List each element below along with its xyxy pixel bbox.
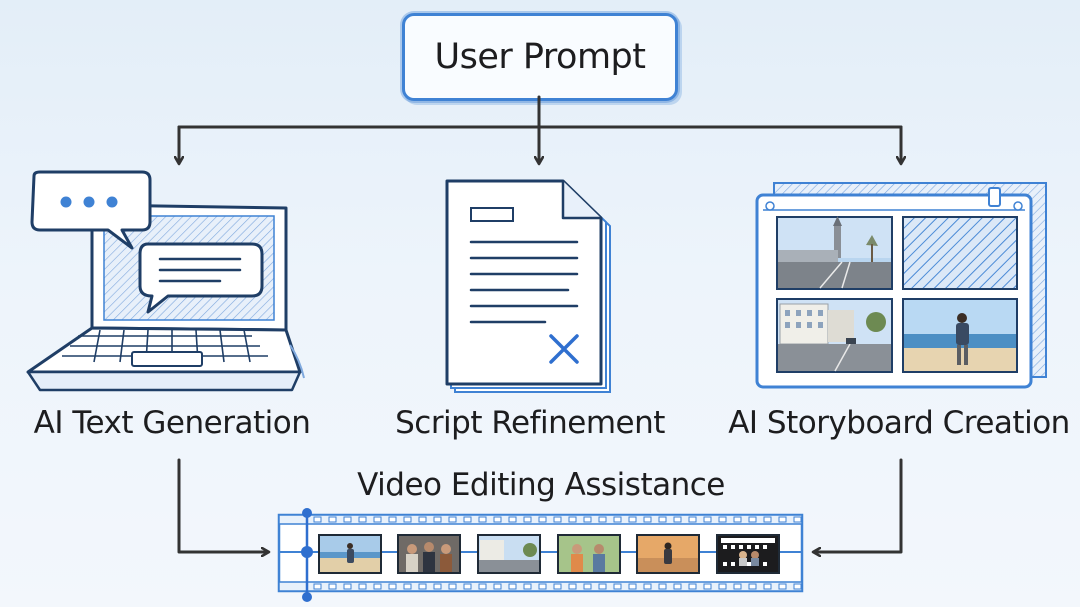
film-frame-street — [478, 535, 540, 573]
sprocket-hole — [389, 584, 396, 589]
sprocket-hole — [404, 517, 411, 522]
editing-label: Video Editing Assistance — [357, 467, 725, 503]
film-strip-icon — [279, 508, 802, 602]
sprocket-hole — [704, 584, 711, 589]
sprocket-hole — [569, 584, 576, 589]
storyboard-panel-placeholder — [903, 217, 1017, 289]
sprocket-hole — [779, 517, 786, 522]
sprocket-hole — [629, 517, 636, 522]
film-frame-beach-walker — [319, 535, 381, 573]
sprocket-hole — [659, 517, 666, 522]
sprocket-hole — [314, 517, 321, 522]
sprocket-hole — [764, 584, 771, 589]
sprocket-hole — [479, 584, 486, 589]
step-label-text-generation: AI Text Generation — [34, 405, 311, 441]
sprocket-hole — [584, 517, 591, 522]
step-label-script-refinement: Script Refinement — [395, 405, 665, 441]
film-frame-sunset-walker — [637, 535, 699, 573]
sprocket-hole — [764, 517, 771, 522]
sprocket-hole — [794, 584, 801, 589]
sprocket-hole — [419, 584, 426, 589]
document-icon — [447, 181, 610, 392]
sprocket-hole — [509, 584, 516, 589]
sprocket-hole — [779, 584, 786, 589]
storyboard-panel-beach — [903, 299, 1017, 372]
sprocket-hole — [674, 517, 681, 522]
sprocket-hole — [734, 584, 741, 589]
sprocket-hole — [374, 584, 381, 589]
sprocket-hole — [404, 584, 411, 589]
sprocket-hole — [614, 517, 621, 522]
sprocket-hole — [449, 517, 456, 522]
film-frame-clapperboard — [717, 535, 779, 573]
sprocket-hole — [599, 584, 606, 589]
sprocket-hole — [464, 517, 471, 522]
sprocket-hole — [329, 584, 336, 589]
sprocket-hole — [644, 517, 651, 522]
sprocket-hole — [359, 517, 366, 522]
sprocket-hole — [734, 517, 741, 522]
sprocket-hole — [539, 584, 546, 589]
sprocket-hole — [434, 517, 441, 522]
storyboard-panel-street — [777, 216, 892, 289]
sprocket-hole — [374, 517, 381, 522]
sprocket-hole — [659, 584, 666, 589]
sprocket-hole — [584, 584, 591, 589]
sprocket-hole — [794, 517, 801, 522]
arrow-text-to-editing — [179, 460, 268, 552]
sprocket-hole — [464, 584, 471, 589]
prompt-connectors — [179, 97, 901, 163]
storyboard-icon — [757, 183, 1046, 387]
sprocket-hole — [494, 517, 501, 522]
sprocket-hole — [719, 584, 726, 589]
sprocket-hole — [629, 584, 636, 589]
sprocket-hole — [749, 584, 756, 589]
sprocket-hole — [344, 517, 351, 522]
sprocket-hole — [419, 517, 426, 522]
sprocket-hole — [704, 517, 711, 522]
sprocket-hole — [509, 517, 516, 522]
sprocket-hole — [359, 584, 366, 589]
sprocket-hole — [314, 584, 321, 589]
sprocket-hole — [689, 517, 696, 522]
sprocket-hole — [599, 517, 606, 522]
sprocket-hole — [329, 517, 336, 522]
sprocket-hole — [494, 584, 501, 589]
sprocket-hole — [689, 584, 696, 589]
film-frame-park-people — [558, 535, 620, 573]
laptop-chat-icon — [28, 172, 304, 390]
sprocket-hole — [344, 584, 351, 589]
film-frame-group-talking — [398, 535, 460, 573]
storyboard-panel-buildings — [777, 299, 892, 372]
sprocket-hole — [524, 584, 531, 589]
sprocket-hole — [569, 517, 576, 522]
sprocket-hole — [434, 584, 441, 589]
sprocket-hole — [719, 517, 726, 522]
sprocket-hole — [539, 517, 546, 522]
step-label-storyboard: AI Storyboard Creation — [728, 405, 1070, 441]
sprocket-hole — [449, 584, 456, 589]
sprocket-hole — [674, 584, 681, 589]
sprocket-hole — [749, 517, 756, 522]
sprocket-hole — [479, 517, 486, 522]
sprocket-hole — [614, 584, 621, 589]
sprocket-hole — [389, 517, 396, 522]
arrow-storyboard-to-editing — [814, 460, 901, 552]
sprocket-hole — [644, 584, 651, 589]
sprocket-hole — [524, 517, 531, 522]
sprocket-hole — [554, 517, 561, 522]
sprocket-hole — [554, 584, 561, 589]
